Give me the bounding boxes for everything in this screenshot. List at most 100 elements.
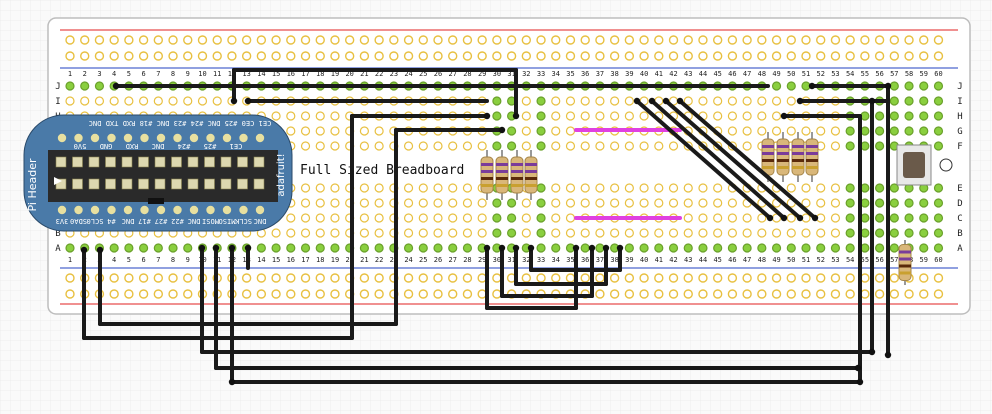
hole xyxy=(300,243,311,253)
column-number: 46 xyxy=(728,256,736,264)
column-number: 42 xyxy=(669,70,677,78)
header-pad xyxy=(140,205,149,215)
column-number: 30 xyxy=(493,256,501,264)
hole xyxy=(919,228,929,238)
hole xyxy=(757,96,767,106)
hole xyxy=(771,81,782,91)
hole xyxy=(330,289,340,299)
hole xyxy=(639,51,649,61)
hole xyxy=(94,96,105,106)
header-pad xyxy=(90,205,100,215)
hole xyxy=(933,96,944,106)
hole xyxy=(683,289,693,299)
hole xyxy=(919,243,929,253)
hole xyxy=(874,198,885,208)
column-number: 56 xyxy=(875,256,883,264)
hole xyxy=(286,126,296,136)
hole xyxy=(109,96,119,106)
column-number: 26 xyxy=(434,256,442,264)
hole xyxy=(713,183,723,193)
wire-endpoint xyxy=(766,214,774,222)
header-pin xyxy=(138,178,149,190)
hole xyxy=(933,51,944,61)
hole xyxy=(580,51,590,61)
hole xyxy=(418,243,428,253)
hole xyxy=(771,273,782,283)
hole xyxy=(344,51,355,61)
hole xyxy=(698,273,708,283)
hole xyxy=(94,81,105,91)
header-pin xyxy=(154,156,166,168)
hole xyxy=(889,273,900,283)
header-pad xyxy=(206,133,215,143)
column-number: 16 xyxy=(287,256,295,264)
column-number: 5 xyxy=(127,256,131,264)
header-pad xyxy=(57,133,67,143)
hole xyxy=(609,35,620,45)
hole xyxy=(624,198,634,208)
header-pin xyxy=(187,178,199,190)
resistor xyxy=(776,132,790,182)
column-number: 48 xyxy=(758,256,766,264)
hole xyxy=(816,126,826,136)
hole xyxy=(565,35,576,45)
hole xyxy=(683,96,693,106)
header-label: 3V3 xyxy=(56,217,69,225)
header-label: GND xyxy=(100,142,113,150)
column-number: 7 xyxy=(156,256,160,264)
column-number: 49 xyxy=(772,70,780,78)
wire-endpoint xyxy=(854,364,862,372)
hole xyxy=(477,35,487,45)
hole xyxy=(683,213,693,223)
hole xyxy=(727,243,738,253)
hole xyxy=(153,51,164,61)
hole xyxy=(624,111,634,121)
column-number: 5 xyxy=(127,70,131,78)
hole xyxy=(109,289,119,299)
hole xyxy=(727,213,738,223)
hole xyxy=(403,51,414,61)
hole xyxy=(845,289,855,299)
hole xyxy=(845,35,855,45)
hole xyxy=(933,289,944,299)
row-letter: I xyxy=(957,97,962,107)
hole xyxy=(551,126,561,136)
header-label: DNC xyxy=(188,217,201,225)
hole xyxy=(565,213,576,223)
hole xyxy=(683,243,693,253)
hole xyxy=(536,273,546,283)
hole xyxy=(742,111,752,121)
column-number: 14 xyxy=(257,256,265,264)
column-number: 29 xyxy=(478,70,486,78)
hole xyxy=(904,213,914,223)
hole xyxy=(565,228,576,238)
hole xyxy=(477,51,487,61)
column-number: 6 xyxy=(141,256,145,264)
hole xyxy=(227,35,237,45)
hole xyxy=(845,141,855,151)
hole xyxy=(462,243,473,253)
hole xyxy=(477,213,487,223)
hole xyxy=(153,243,163,253)
hole xyxy=(492,141,502,151)
hole xyxy=(65,35,75,45)
hole xyxy=(551,198,561,208)
hole xyxy=(904,198,914,208)
hole xyxy=(742,273,752,283)
hole xyxy=(536,243,546,253)
hole xyxy=(654,51,664,61)
hole xyxy=(403,198,414,208)
hole xyxy=(374,228,384,238)
hole xyxy=(448,198,458,208)
hole xyxy=(889,51,900,61)
hole xyxy=(403,243,414,253)
hole xyxy=(536,51,546,61)
row-letter: B xyxy=(957,229,962,239)
hole xyxy=(771,289,782,299)
hole xyxy=(757,35,767,45)
column-number: 8 xyxy=(171,256,175,264)
header-pad xyxy=(123,133,133,143)
hole xyxy=(654,141,664,151)
hole xyxy=(904,96,914,106)
